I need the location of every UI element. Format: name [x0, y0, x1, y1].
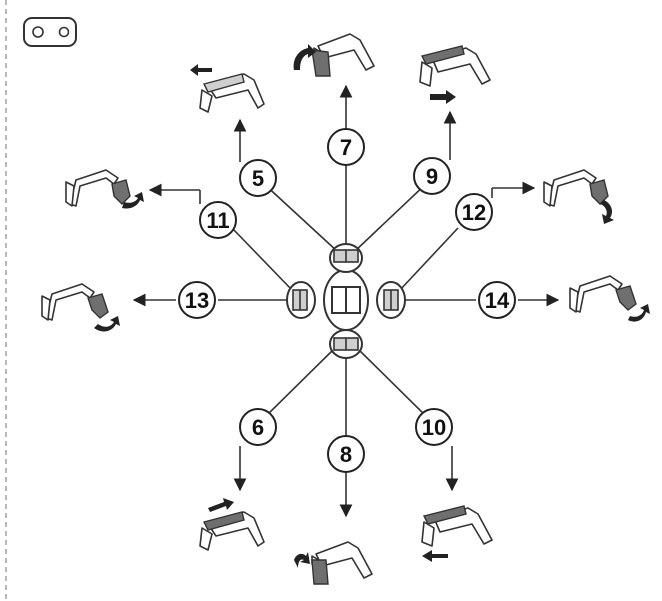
boom-raise-icon	[199, 498, 265, 551]
bucket-tilt-left-icon	[65, 169, 144, 209]
boom-lower-icon	[190, 64, 265, 113]
callout-14: 14	[478, 281, 516, 319]
callout-7: 7	[327, 128, 365, 166]
callout-5: 5	[239, 159, 277, 197]
callout-11: 11	[199, 201, 237, 239]
arm-retract-icon	[421, 505, 493, 562]
callout-13-label: 13	[185, 288, 209, 313]
bucket-tilt-right-icon	[543, 169, 614, 224]
callout-12-label: 12	[462, 200, 486, 225]
callout-14-label: 14	[485, 288, 510, 313]
callout-5-label: 5	[252, 166, 264, 191]
callout-9-label: 9	[426, 164, 438, 189]
callout-8: 8	[327, 435, 365, 473]
leader-lines	[132, 84, 560, 518]
callout-10: 10	[415, 408, 453, 446]
callout-13: 13	[178, 281, 216, 319]
callout-6-label: 6	[252, 415, 264, 440]
callout-12: 12	[455, 193, 493, 231]
callout-10-label: 10	[422, 415, 446, 440]
bucket-curl-out-icon	[294, 541, 373, 585]
bucket-curl-in-icon	[293, 33, 375, 77]
callout-11-label: 11	[206, 208, 229, 233]
arm-extend-icon	[419, 45, 491, 104]
bucket-rotate-left-icon	[41, 283, 120, 332]
callout-8-label: 8	[340, 442, 352, 467]
callout-6: 6	[239, 408, 277, 446]
callout-7-label: 7	[340, 135, 352, 160]
joystick-control-cluster-icon	[286, 243, 406, 359]
bucket-rotate-right-icon	[569, 275, 650, 322]
callout-9: 9	[413, 157, 451, 195]
two-hole-plate-icon	[23, 17, 77, 47]
